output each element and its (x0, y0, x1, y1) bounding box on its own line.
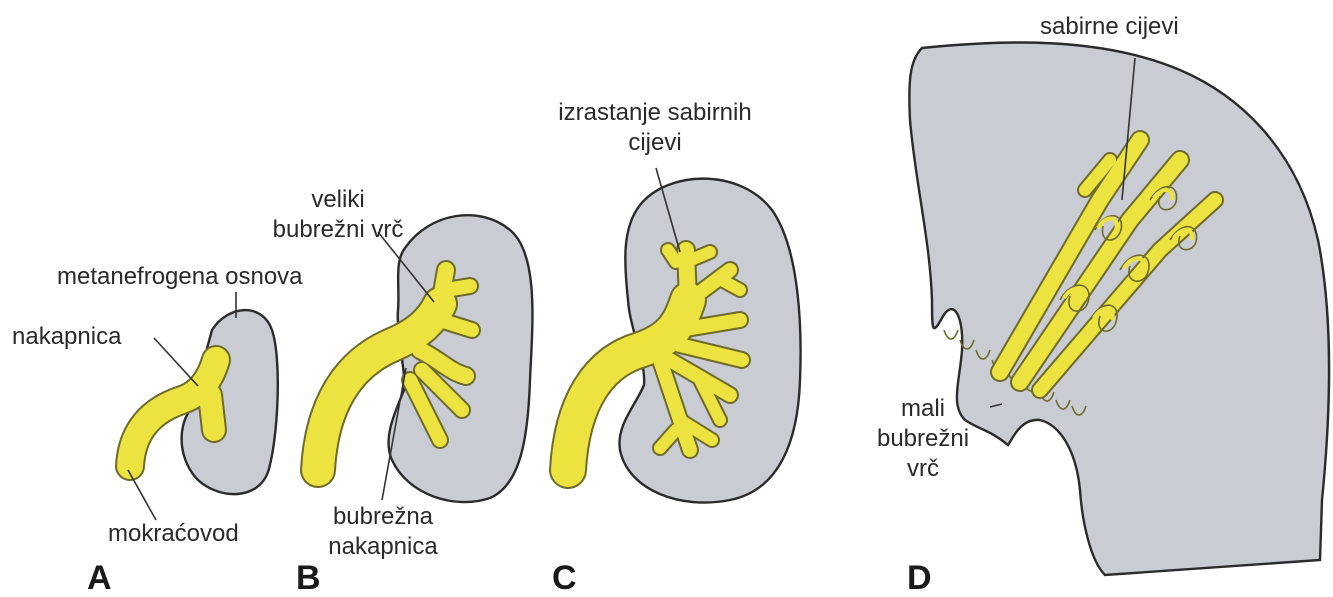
label-cijevi: cijevi (515, 128, 795, 158)
panel-letter-c: C (552, 560, 577, 596)
label-bubrezni-vrc: bubrežni vrč (258, 215, 418, 245)
label-izrastanje-sabirnih-cijevi: izrastanje sabirnih cijevi (515, 98, 795, 158)
label-veliki-bubrezni-vrc: veliki bubrežni vrč (258, 185, 418, 245)
stage-b-drawing (318, 215, 532, 502)
stage-b-metanephrogenic-tissue (389, 215, 533, 502)
stage-a-drawing (128, 292, 278, 520)
label-izrastanje: izrastanje sabirnih (515, 98, 795, 128)
label-vrc: vrč (868, 454, 978, 484)
leader-a-mokracovod (128, 470, 156, 520)
label-bubrezni-d: bubrežni (868, 424, 978, 454)
leader-a-nakapnica (154, 338, 198, 386)
label-mali: mali (868, 394, 978, 424)
label-sabirne-cijevi: sabirne cijevi (1040, 12, 1179, 42)
label-nakapnica-a: nakapnica (12, 322, 121, 352)
panel-letter-d: D (907, 560, 932, 596)
stage-d-drawing (909, 42, 1329, 575)
stage-c-drawing (568, 168, 801, 503)
label-bubrezna-nakapnica: bubrežna nakapnica (318, 502, 448, 562)
label-veliki: veliki (258, 185, 418, 215)
label-bubrezna: bubrežna (318, 502, 448, 532)
panel-letter-a: A (87, 560, 112, 596)
label-nakapnica-b: nakapnica (318, 532, 448, 562)
label-metanefrogena-osnova: metanefrogena osnova (57, 262, 303, 292)
panel-letter-b: B (296, 560, 321, 596)
label-mokracovod: mokraćovod (108, 519, 239, 549)
label-mali-bubrezni-vrc: mali bubrežni vrč (868, 394, 978, 484)
